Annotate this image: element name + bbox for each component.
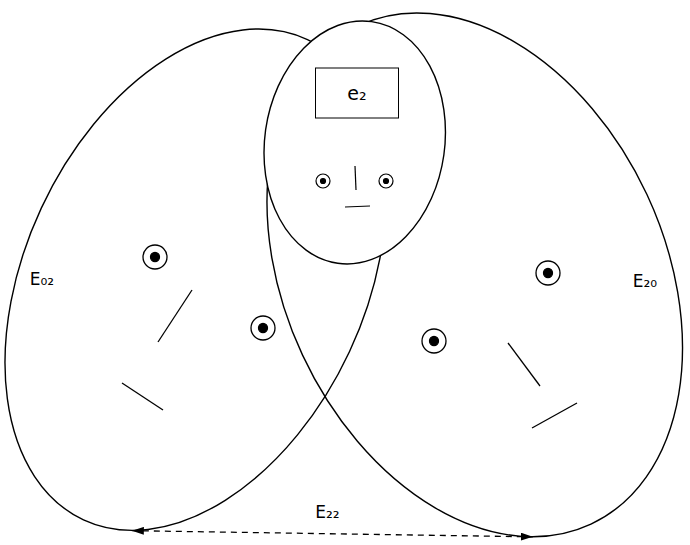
pupil — [151, 253, 160, 262]
ellipse-region: e₂ — [264, 21, 445, 264]
eye — [143, 245, 167, 269]
ellipse-outline — [249, 9, 461, 276]
ellipse-outline-canvas — [264, 21, 445, 264]
region-label: E₀₂ — [30, 269, 54, 289]
nose — [158, 290, 192, 342]
eye — [536, 261, 560, 285]
ellipse-outline — [187, 0, 690, 545]
small-face — [316, 166, 393, 207]
pupil — [321, 179, 326, 184]
pupil — [384, 179, 389, 184]
dashed-arrow — [132, 531, 533, 537]
eye — [316, 174, 330, 188]
mouth — [532, 403, 577, 428]
nose — [355, 166, 356, 190]
pupil — [430, 337, 439, 346]
eye — [251, 316, 275, 340]
text-anchor: E₂₀ — [633, 271, 657, 291]
edge-label: E₂₂ — [315, 502, 339, 522]
text-anchor: E₀₂ — [30, 269, 54, 289]
mouth — [345, 206, 370, 207]
pupil — [544, 269, 553, 278]
right-face — [422, 261, 577, 428]
region-label: e₂ — [347, 82, 366, 105]
ellipse-outline — [0, 0, 461, 545]
eye — [379, 174, 393, 188]
mouth — [122, 383, 163, 410]
nose — [508, 343, 540, 386]
left-face — [122, 245, 275, 410]
edge-label-patch: E₂₂ — [312, 502, 342, 522]
pupil — [259, 324, 268, 333]
eye — [422, 329, 446, 353]
label-box: e₂ — [315, 67, 399, 118]
region-label: E₂₀ — [633, 271, 657, 291]
